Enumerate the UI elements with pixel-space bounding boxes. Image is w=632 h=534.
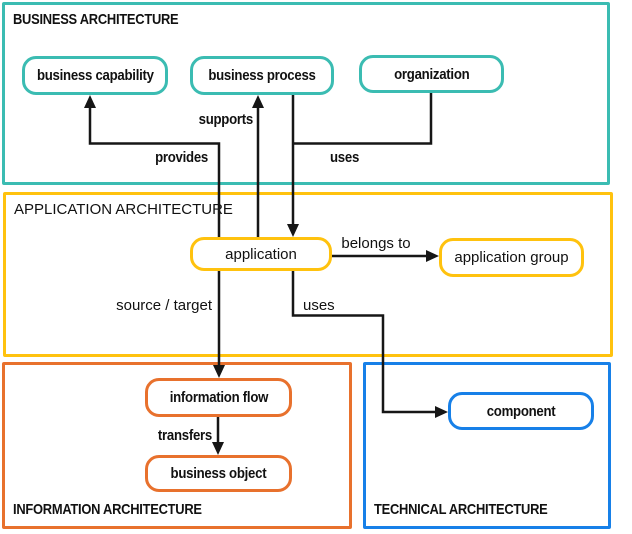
organization-label: organization xyxy=(393,65,470,83)
edge-label-source-target: source / target xyxy=(116,297,212,314)
edge-belongs-to-arrowhead xyxy=(426,250,439,262)
edge-label-belongs-to: belongs to xyxy=(341,235,411,252)
node-organization: organization xyxy=(359,55,504,93)
information-architecture-title: INFORMATION ARCHITECTURE xyxy=(13,501,202,518)
application-architecture-title: APPLICATION ARCHITECTURE xyxy=(14,201,233,218)
edge-uses-top-arrowhead xyxy=(287,224,299,237)
edge-uses-bottom-arrowhead xyxy=(435,406,448,418)
business-object-label: business object xyxy=(170,465,267,482)
application-group-label: application group xyxy=(454,249,569,266)
business-architecture-title: BUSINESS ARCHITECTURE xyxy=(13,11,179,28)
section-business-architecture: BUSINESS ARCHITECTURE xyxy=(2,2,610,185)
edge-uses-bottom-line xyxy=(291,271,436,414)
technical-architecture-title: TECHNICAL ARCHITECTURE xyxy=(374,501,548,518)
section-application-architecture: APPLICATION ARCHITECTURE xyxy=(3,192,613,357)
edge-source-target-arrowhead xyxy=(213,365,225,378)
edge-label-transfers: transfers xyxy=(157,427,212,444)
edge-transfers-arrowhead xyxy=(212,442,224,455)
node-business-process: business process xyxy=(190,56,334,95)
business-process-label: business process xyxy=(208,67,316,84)
edge-provides-line xyxy=(88,107,221,237)
node-information-flow: information flow xyxy=(145,378,292,417)
application-label: application xyxy=(225,245,297,263)
edge-label-uses-top: uses xyxy=(330,149,360,166)
node-business-capability: business capability xyxy=(22,56,168,95)
information-flow-label: information flow xyxy=(169,389,268,406)
edge-label-provides: provides xyxy=(155,149,208,166)
edge-provides-arrowhead xyxy=(84,95,96,108)
section-technical-architecture: TECHNICAL ARCHITECTURE xyxy=(363,362,611,529)
section-information-architecture: INFORMATION ARCHITECTURE xyxy=(2,362,352,529)
node-application: application xyxy=(190,237,332,271)
node-application-group: application group xyxy=(439,238,584,277)
node-component: component xyxy=(448,392,594,430)
edge-label-uses-bottom: uses xyxy=(303,297,335,314)
edge-uses-top-branch-line xyxy=(293,93,433,145)
node-business-object: business object xyxy=(145,455,292,492)
component-label: component xyxy=(486,402,556,420)
edge-supports-arrowhead xyxy=(252,95,264,108)
edge-label-supports: supports xyxy=(198,111,254,128)
business-capability-label: business capability xyxy=(36,67,154,84)
